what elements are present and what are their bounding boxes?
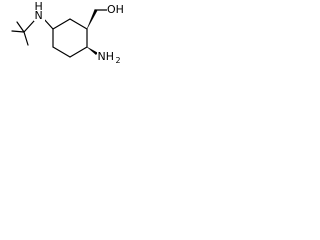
bond-tbu-c-to-n: [23, 20, 35, 33]
wedge-bond-c3-to-ch2: [86, 8, 98, 30]
cyclohexane-ring: [52, 18, 88, 58]
ring-bond-c5-c6: [52, 46, 71, 58]
molecule-structure-diagram: N H OH NH 2: [11, 0, 125, 65]
ring-bond-c4-c5: [69, 46, 88, 58]
tert-butyl-group: [11, 20, 35, 46]
wedge-bond-c4-to-nh2: [86, 46, 98, 55]
amine-n-text: N: [35, 9, 43, 22]
hydroxyl-text: OH: [107, 3, 124, 16]
amino-nh-text: NH: [98, 50, 115, 63]
bond-tbu-c-to-methyl-left: [11, 30, 25, 33]
amino-nh2-label: NH 2: [97, 50, 122, 65]
hydroxyl-label: OH: [107, 3, 125, 16]
amino-subscript-2: 2: [116, 56, 121, 65]
bond-tbu-c-to-methyl-top: [16, 21, 25, 33]
ring-bond-c1-c2: [52, 18, 71, 30]
bond-tbu-c-to-methyl-bottom: [23, 31, 29, 46]
ring-bond-c2-c3: [69, 18, 88, 30]
amine-h-text: H: [35, 0, 43, 13]
amine-nh-label: N H: [34, 0, 45, 22]
